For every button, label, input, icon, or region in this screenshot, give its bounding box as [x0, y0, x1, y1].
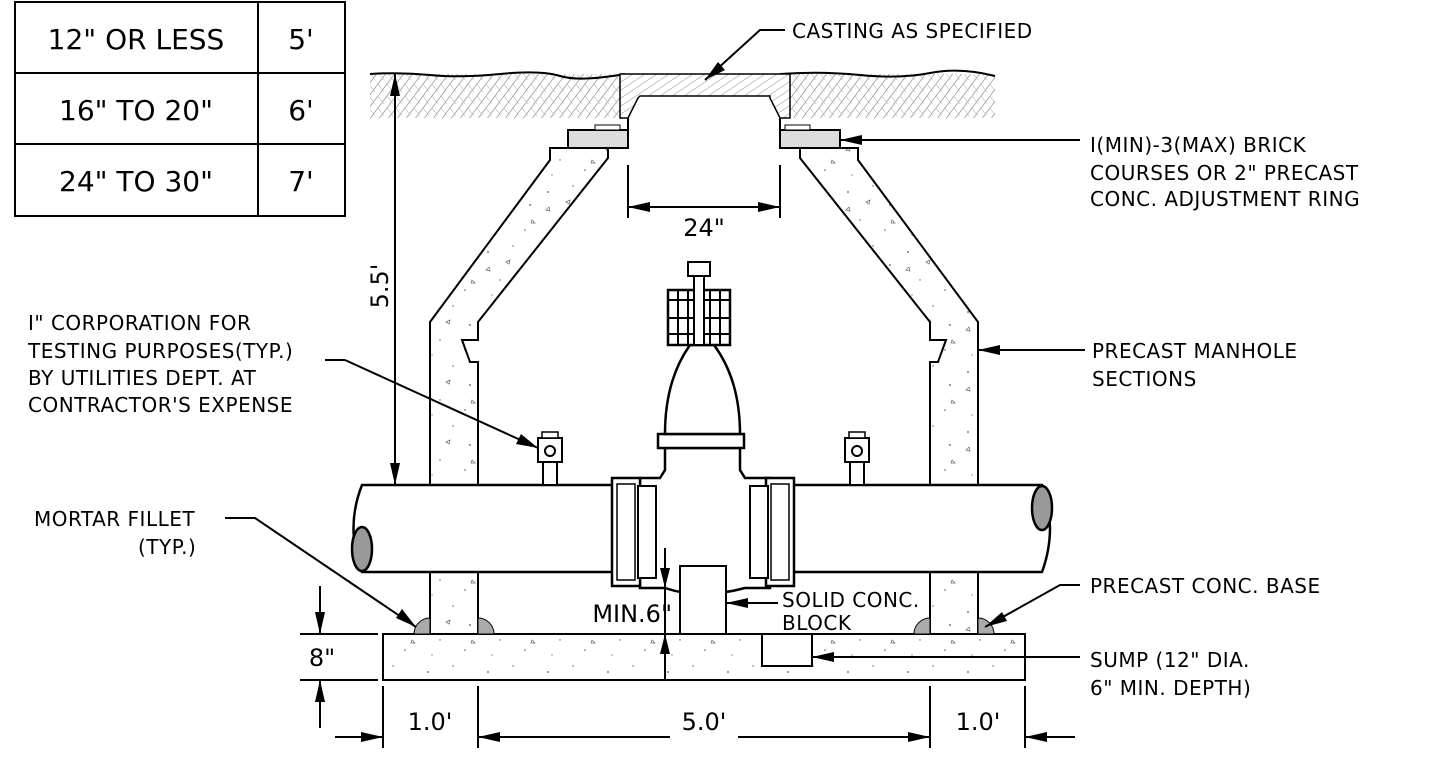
- label-corp-2: TESTING PURPOSES(TYP.): [27, 339, 293, 363]
- table-size-2: 16" TO 20": [59, 94, 213, 127]
- leader-manhole: [978, 345, 1085, 355]
- gate-valve: [610, 261, 796, 596]
- leader-fillet: [225, 517, 417, 628]
- dim-wall-left-text: 1.0': [408, 708, 453, 736]
- table-size-1: 12" OR LESS: [48, 23, 225, 56]
- manhole-casting-frame: [619, 73, 791, 130]
- lower-wall-left: [429, 571, 479, 635]
- mortar-fillet-2: [477, 617, 495, 635]
- dim-opening-text: 24": [683, 214, 725, 242]
- size-depth-table: 12" OR LESS 5' 16" TO 20" 6' 24" TO 30" …: [14, 1, 346, 217]
- precast-base: [382, 633, 1026, 681]
- leader-brick: [840, 135, 1080, 145]
- table-depth-1: 5': [288, 23, 314, 56]
- dim-wall-right-text: 1.0': [956, 708, 1001, 736]
- dim-inside-width-text: 5.0': [682, 708, 727, 736]
- label-corp-4: CONTRACTOR'S EXPENSE: [28, 393, 293, 417]
- dim-base-text: 8": [309, 644, 335, 672]
- leader-sump: [812, 652, 1080, 662]
- lower-wall-right: [929, 571, 979, 635]
- mortar-fillet-1: [413, 617, 431, 635]
- dim-opening: 24": [627, 165, 781, 242]
- manhole-wall-right: [799, 147, 979, 486]
- label-fillet-2: (TYP.): [138, 535, 196, 559]
- dim-min-clear: MIN.6": [592, 548, 672, 680]
- label-base: PRECAST CONC. BASE: [1090, 574, 1321, 598]
- water-main-pipe: [350, 483, 1054, 574]
- dim-min-clear-text: MIN.6": [592, 600, 672, 628]
- label-corp-3: BY UTILITIES DEPT. AT: [28, 366, 257, 390]
- corporation-stop-left: [537, 431, 563, 486]
- dim-base: 8": [300, 586, 378, 728]
- label-fillet-1: MORTAR FILLET: [34, 507, 195, 531]
- ground-surface: [369, 69, 996, 118]
- solid-conc-block: [679, 565, 727, 635]
- table-depth-3: 7': [288, 165, 314, 198]
- manhole-wall-left: [429, 147, 609, 486]
- label-manhole-1: PRECAST MANHOLE: [1092, 339, 1297, 363]
- pipe-end-left: [350, 525, 374, 573]
- label-brick-3: CONC. ADJUSTMENT RING: [1090, 187, 1360, 211]
- adjustment-rings: [567, 124, 841, 149]
- label-brick-2: COURSES OR 2" PRECAST: [1090, 161, 1359, 185]
- dim-height: 5.5': [366, 74, 400, 485]
- leader-casting: [704, 29, 785, 81]
- corporation-stop-right: [844, 431, 870, 486]
- dim-bottom: 1.0' 5.0' 1.0': [335, 686, 1075, 748]
- pipe-end-right: [1030, 484, 1054, 532]
- label-block-1: SOLID CONC.: [782, 588, 920, 612]
- label-manhole-2: SECTIONS: [1092, 367, 1197, 391]
- label-sump-2: 6" MIN. DEPTH): [1090, 676, 1251, 700]
- leader-block: [726, 598, 778, 608]
- sump: [761, 633, 813, 667]
- leader-corporation: [325, 359, 539, 449]
- label-brick-1: I(MIN)-3(MAX) BRICK: [1090, 133, 1307, 157]
- label-casting: CASTING AS SPECIFIED: [792, 19, 1033, 43]
- label-corp-1: I" CORPORATION FOR: [28, 311, 251, 335]
- leader-base: [984, 584, 1080, 628]
- dim-height-text: 5.5': [366, 264, 394, 309]
- label-sump-1: SUMP (12" DIA.: [1090, 648, 1250, 672]
- label-block-2: BLOCK: [782, 611, 852, 635]
- table-depth-2: 6': [288, 94, 314, 127]
- mortar-fillet-3: [913, 617, 931, 635]
- table-size-3: 24" TO 30": [59, 165, 213, 198]
